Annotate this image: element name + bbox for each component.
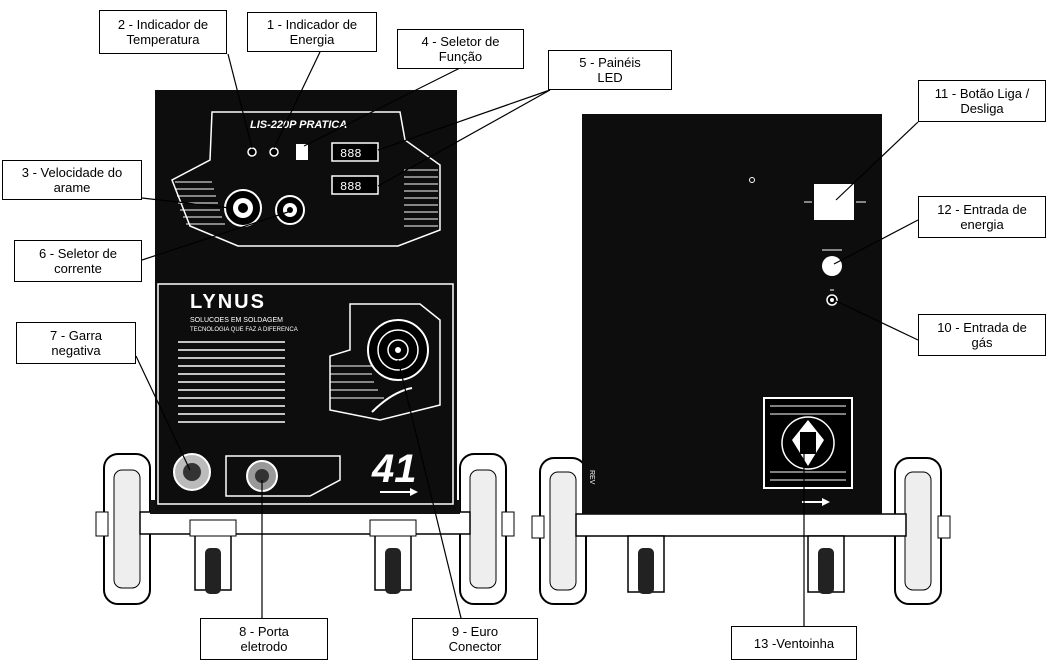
callout-wire-speed: 3 - Velocidade do arame	[2, 160, 142, 200]
callout-power-switch: 11 - Botão Liga / Desliga	[918, 80, 1046, 122]
callout-led-panels: 5 - Painéis LED	[548, 50, 672, 90]
callout-power-indicator: 1 - Indicador de Energia	[247, 12, 377, 52]
callout-fan: 13 -Ventoinha	[731, 626, 857, 660]
callout-current-selector: 6 - Seletor de corrente	[14, 240, 142, 282]
led-display-voltage-digits: 888	[340, 147, 362, 161]
negative-clamp-socket[interactable]	[174, 454, 210, 490]
current-selector-knob[interactable]	[276, 196, 304, 224]
model-label: LIS-220P PRATICA	[250, 119, 347, 131]
temperature-indicator-light	[248, 148, 256, 156]
callout-power-input: 12 - Entrada de energia	[918, 196, 1046, 238]
model-number: 41	[371, 447, 417, 491]
power-indicator-light	[270, 148, 278, 156]
callout-negative-clamp: 7 - Garra negativa	[16, 322, 136, 364]
callout-electrode-holder: 8 - Porta eletrodo	[200, 618, 328, 660]
function-selector-switch[interactable]	[296, 144, 308, 160]
brand-subtext-1: SOLUCOES EM SOLDAGEM	[190, 317, 283, 324]
callout-euro-connector: 9 - Euro Conector	[412, 618, 538, 660]
front-caster-right	[370, 520, 416, 594]
rear-axle	[576, 514, 906, 536]
brand-subtext-2: TECNOLOGIA QUE FAZ A DIFERENCA	[190, 327, 298, 333]
callout-temperature-indicator: 2 - Indicador de Temperatura	[99, 10, 227, 54]
rear-caster-right	[808, 536, 844, 594]
front-machine: LIS-220P PRATICA 888 888 LYNUS SOLUCOES …	[96, 90, 514, 604]
rear-caster-left	[628, 536, 664, 594]
rear-side-text: REV	[588, 470, 595, 485]
led-display-current-digits: 888	[340, 180, 362, 194]
cooling-fan	[764, 398, 852, 488]
rear-machine: REV	[532, 114, 950, 604]
euro-connector[interactable]	[368, 320, 428, 380]
wire-speed-knob[interactable]	[225, 190, 261, 226]
front-caster-left	[190, 520, 236, 594]
callout-gas-input: 10 - Entrada de gás	[918, 314, 1046, 356]
callout-function-selector: 4 - Seletor de Função	[397, 29, 524, 69]
brand-logo: LYNUS	[190, 291, 266, 313]
